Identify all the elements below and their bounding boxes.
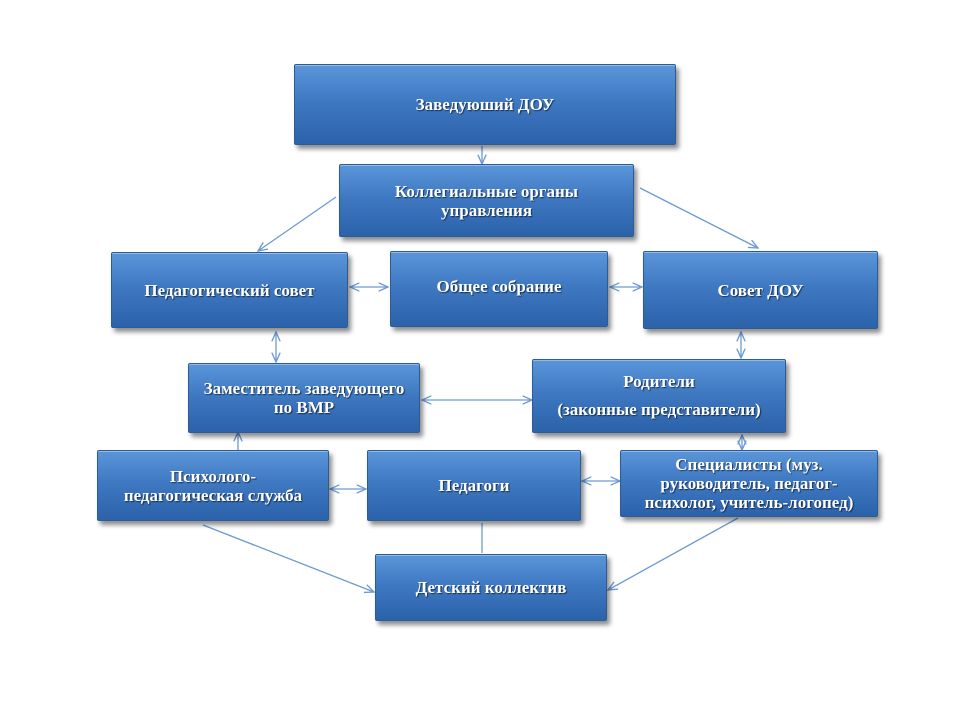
node-parents: Родители (законные представители) bbox=[532, 359, 786, 433]
node-teachers: Педагоги bbox=[367, 450, 581, 521]
node-psych-ped-service-line-1: Психолого- bbox=[169, 466, 257, 486]
node-specialists: Специалисты (муз. руководитель, педагог-… bbox=[620, 450, 878, 517]
node-general-meeting: Общее собрание bbox=[390, 251, 608, 327]
node-teachers-line-1: Педагоги bbox=[438, 476, 510, 495]
connector-collegial-douncouncil bbox=[639, 187, 758, 248]
node-children-collective-line-1: Детский коллектив bbox=[415, 578, 567, 597]
node-parents-line-2: (законные представители) bbox=[557, 400, 761, 419]
node-general-meeting-line-1: Общее собрание bbox=[436, 276, 562, 296]
node-pedagogical-council: Педагогический совет bbox=[111, 252, 348, 328]
node-parents-line-1: Родители bbox=[623, 372, 695, 391]
node-specialists-line-1: Специалисты (муз. bbox=[675, 455, 823, 474]
node-specialists-line-2: руководитель, педагог- bbox=[660, 474, 838, 493]
node-dou-council: Совет ДОУ bbox=[643, 251, 878, 329]
node-deputy-head-line-1: Заместитель заведующего bbox=[203, 379, 405, 398]
node-collegial-bodies-line-1: Коллегиальные органы bbox=[394, 181, 579, 201]
node-head-dou-line-1: Заведуюший ДОУ bbox=[415, 95, 555, 114]
connector-psych-children bbox=[202, 524, 374, 592]
connector-specialists-children bbox=[608, 517, 739, 590]
node-head-dou: Заведуюший ДОУ bbox=[294, 64, 676, 145]
node-deputy-head-line-2: по ВМР bbox=[273, 398, 335, 417]
node-specialists-line-3: психолог, учитель-логопед) bbox=[644, 493, 854, 512]
node-collegial-bodies-line-2: управления bbox=[440, 200, 533, 220]
node-children-collective: Детский коллектив bbox=[375, 554, 607, 621]
node-dou-council-line-1: Совет ДОУ bbox=[717, 280, 804, 300]
node-pedagogical-council-line-1: Педагогический совет bbox=[144, 280, 315, 300]
node-psych-ped-service-line-2: педагогическая служба bbox=[123, 485, 303, 505]
node-collegial-bodies: Коллегиальные органы управления bbox=[339, 164, 634, 237]
connector-collegial-pedcouncil bbox=[258, 196, 337, 251]
node-psych-ped-service: Психолого- педагогическая служба bbox=[97, 450, 329, 521]
node-deputy-head: Заместитель заведующего по ВМР bbox=[188, 363, 420, 433]
